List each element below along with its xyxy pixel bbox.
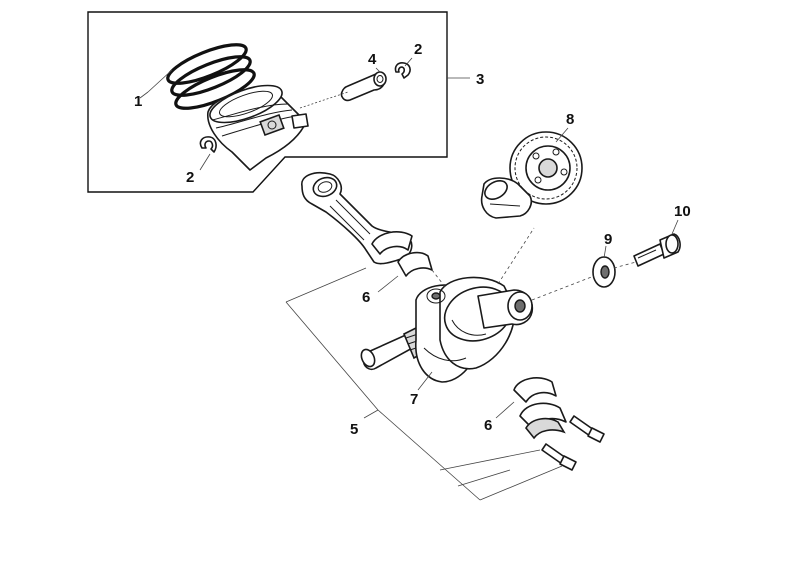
callout-5: 5 (350, 421, 358, 438)
timing-gear (509, 131, 583, 205)
bearing-shell-upper (397, 251, 433, 277)
circlip-right (394, 62, 411, 79)
callout-9: 9 (604, 231, 612, 248)
piston-rings (166, 43, 256, 110)
callout-10: 10 (674, 203, 691, 220)
piston-pin (340, 71, 387, 102)
callout-8: 8 (566, 111, 574, 128)
cap-bolts (541, 415, 605, 471)
piston (207, 84, 309, 171)
callout-6-upper: 6 (362, 289, 370, 306)
gear-crank-section (480, 177, 533, 219)
leader-lines (139, 57, 679, 501)
washer (592, 256, 616, 288)
connecting-rod (301, 171, 413, 265)
callout-2-left: 2 (186, 169, 194, 186)
pin-axis-line (299, 91, 349, 109)
bearing-shells-lower (513, 377, 567, 440)
callout-3: 3 (476, 71, 484, 88)
callout-1: 1 (134, 93, 142, 110)
circlip-left (199, 136, 217, 153)
callout-4: 4 (368, 51, 377, 68)
callout-7: 7 (410, 391, 418, 408)
piston-group-box (87, 11, 448, 193)
callout-6-lower: 6 (484, 417, 492, 434)
bolt (633, 233, 681, 267)
crankshaft (360, 276, 534, 383)
callout-2-right: 2 (414, 41, 422, 58)
